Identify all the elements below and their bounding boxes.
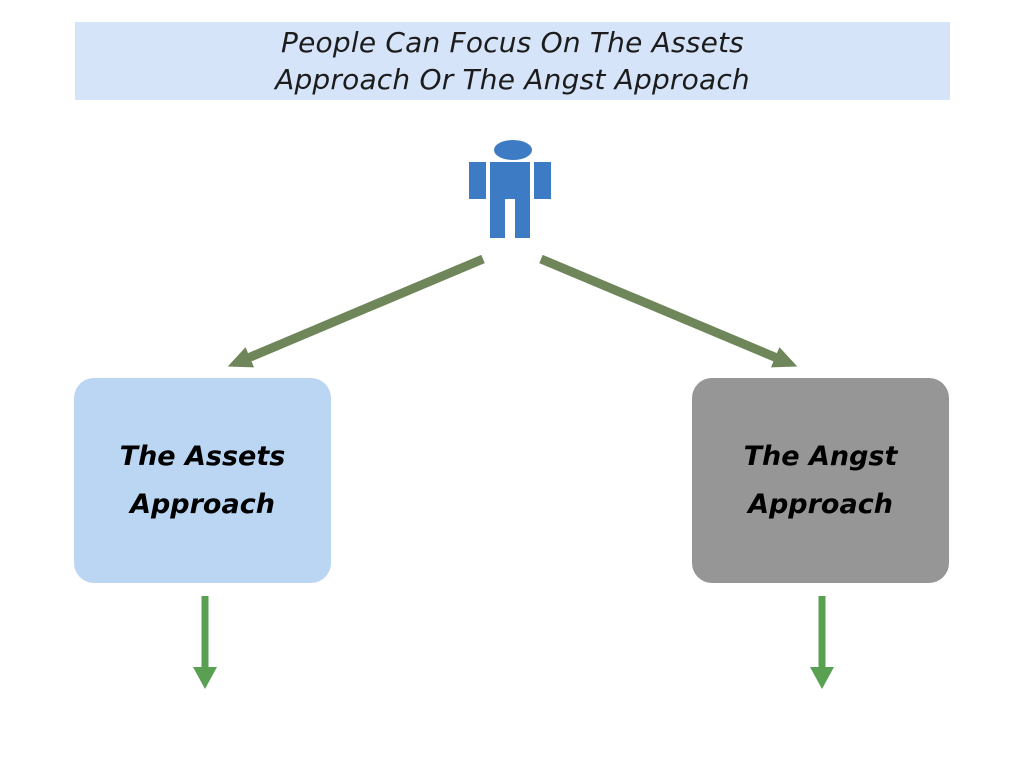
angst-box-line-1: The Angst <box>743 440 898 472</box>
title-banner: People Can Focus On The Assets Approach … <box>75 22 950 100</box>
person-icon <box>467 139 553 241</box>
assets-box-line-1: The Assets <box>119 440 286 472</box>
angst-box-line-2: Approach <box>748 488 893 520</box>
title-line-1: People Can Focus On The Assets <box>281 26 744 59</box>
diagonal-arrow-right-icon <box>539 254 798 368</box>
assets-approach-box: The Assets Approach <box>74 378 331 583</box>
title-line-2: Approach Or The Angst Approach <box>275 63 750 96</box>
angst-approach-box: The Angst Approach <box>692 378 949 583</box>
diagonal-arrow-left-icon <box>227 254 485 368</box>
assets-box-line-2: Approach <box>130 488 275 520</box>
